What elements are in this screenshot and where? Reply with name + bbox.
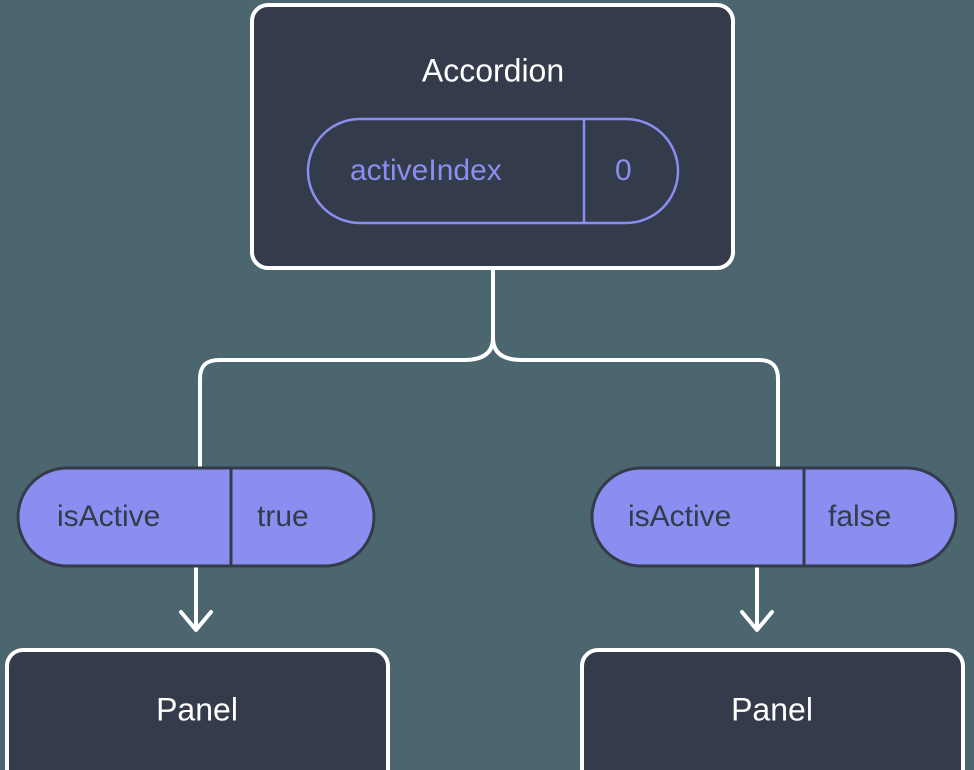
prop-pill-left-value: true [257,500,309,533]
prop-pill-right[interactable]: isActive false [590,466,958,568]
prop-pill-left[interactable]: isActive true [16,466,376,568]
node-accordion-background [252,5,733,268]
node-panel-left-border [5,648,390,770]
node-panel-right-border [580,648,965,770]
connector-group [179,266,780,632]
node-panel-right[interactable]: Panel [580,648,965,770]
state-pill-activeindex-key: activeIndex [350,154,502,187]
prop-pill-left-background [16,466,376,568]
prop-pill-right-key: isActive [628,500,731,533]
node-panel-left-title: Panel [156,691,238,727]
connector-fork-right [491,336,780,470]
connector-fork-left [198,336,495,470]
arrow-head-right-icon [740,610,774,632]
prop-pill-left-key: isActive [57,500,160,533]
prop-pill-right-background [590,466,958,568]
state-pill-activeindex[interactable]: activeIndex 0 [306,117,680,225]
node-accordion-border [250,3,735,270]
node-panel-left-background [7,650,388,770]
node-panel-left[interactable]: Panel [5,648,390,770]
prop-pill-right-value: false [828,500,891,533]
node-panel-right-title: Panel [731,691,813,727]
node-accordion-title: Accordion [422,52,564,88]
node-accordion[interactable]: Accordion activeIndex 0 [250,3,735,270]
node-panel-right-background [582,650,963,770]
state-pill-activeindex-value: 0 [615,154,632,187]
state-pill-activeindex-border [306,117,680,225]
arrow-head-left-icon [179,610,213,632]
